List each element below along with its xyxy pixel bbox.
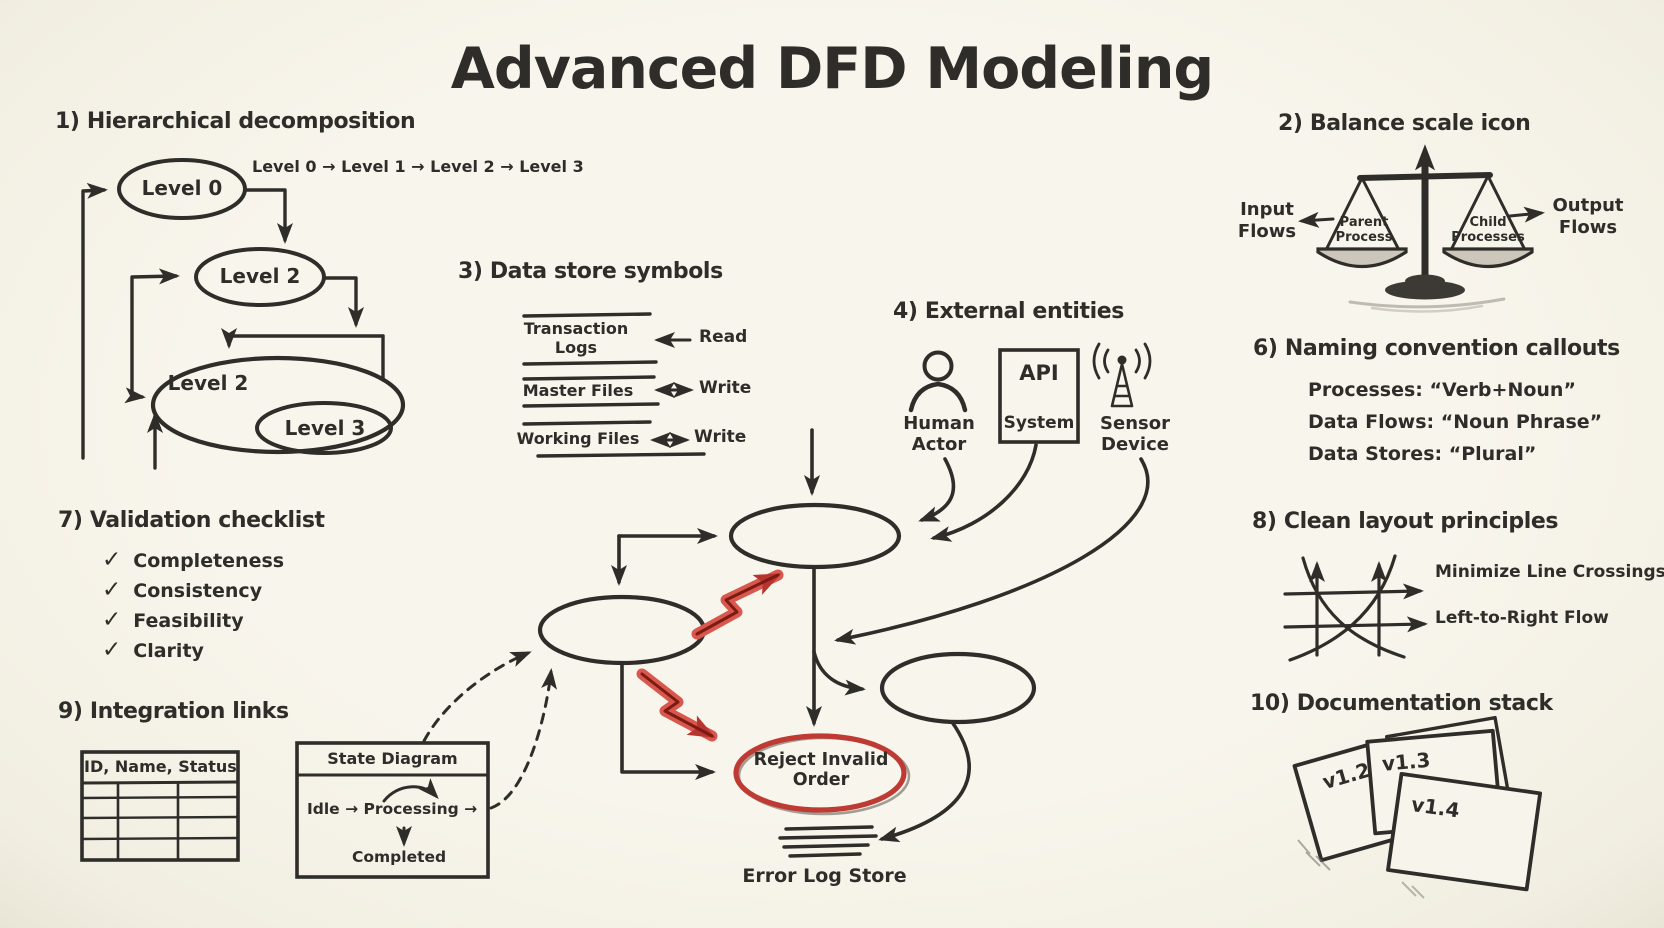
- layout-principles-icon: [1283, 554, 1428, 662]
- card-v14: [1386, 771, 1543, 892]
- reject-ellipse: [733, 733, 907, 813]
- lightning-bolt-icon: [691, 569, 784, 640]
- heading-naming-conventions: 6) Naming convention callouts: [1253, 336, 1620, 361]
- human-flow: [918, 457, 956, 522]
- processing-loop-arrow: [382, 778, 439, 803]
- data-store-symbols: [522, 312, 706, 458]
- external-entity-icons: [908, 342, 1152, 444]
- checklist-item: ✓ Completeness: [102, 547, 285, 573]
- store-access: Read: [699, 327, 748, 347]
- api-label: API: [1019, 361, 1059, 385]
- level2b-ellipse: [150, 355, 406, 455]
- human-actor-label: Human Actor: [903, 413, 975, 455]
- right-to-store: [878, 720, 971, 843]
- input-flows-label: Input Flows: [1237, 199, 1297, 242]
- hierarchy-diagram: [81, 158, 406, 470]
- checklist-item: ✓ Consistency: [102, 577, 263, 603]
- human-actor-icon: [908, 350, 968, 413]
- node-level2a: Level 2: [219, 264, 301, 288]
- error-log-store-lines: [778, 825, 878, 858]
- branch-to-right: [812, 650, 866, 696]
- store-access: Write: [699, 378, 752, 398]
- integration-tables: [80, 741, 490, 879]
- reject-invalid-order-label: Reject Invalid Order: [753, 750, 889, 790]
- naming-rule: Processes: “Verb+Noun”: [1308, 379, 1576, 401]
- input-flow-arrow: [1298, 211, 1335, 228]
- process-top-ellipse: [728, 502, 902, 570]
- state-diagram-box: [295, 741, 490, 879]
- store-name: Working Files: [516, 429, 640, 448]
- left-to-reject: [620, 661, 716, 780]
- links-table: [80, 750, 240, 862]
- output-flows-label: Output Flows: [1552, 195, 1624, 238]
- api-system-box: [998, 348, 1080, 444]
- links-table-header: ID, Name, Status: [84, 757, 237, 776]
- level3-ellipse: [255, 401, 393, 455]
- documentation-cards: [1292, 715, 1543, 899]
- page-title: Advanced DFD Modeling: [450, 36, 1214, 102]
- error-log-store-label: Error Log Store: [742, 865, 907, 887]
- child-processes-label: Child Processes: [1451, 215, 1525, 245]
- check-icon: ✓: [102, 577, 122, 603]
- checklist-item: ✓ Feasibility: [102, 607, 244, 633]
- version-card-label: v1.3: [1380, 747, 1432, 776]
- store-name: Transaction Logs: [523, 319, 629, 358]
- node-level2b: Level 2: [167, 371, 249, 395]
- balance-scale-icon: [1298, 144, 1545, 313]
- sensor-antenna-icon: [1092, 342, 1152, 408]
- heading-data-stores: 3) Data store symbols: [458, 259, 723, 284]
- heading-external-entities: 4) External entities: [893, 299, 1124, 324]
- process-right-ellipse: [879, 651, 1037, 725]
- state-diagram-title: State Diagram: [327, 749, 458, 768]
- check-icon: ✓: [102, 547, 122, 573]
- naming-rule: Data Flows: “Noun Phrase”: [1308, 411, 1603, 433]
- layout-note: Left-to-Right Flow: [1435, 608, 1609, 628]
- level-path-note: Level 0 → Level 1 → Level 2 → Level 3: [252, 157, 584, 176]
- store-access: Write: [694, 427, 747, 447]
- heading-balance-scale: 2) Balance scale icon: [1278, 111, 1531, 136]
- layout-note: Minimize Line Crossings: [1435, 562, 1664, 582]
- node-level3: Level 3: [284, 416, 366, 440]
- naming-rule: Data Stores: “Plural”: [1308, 443, 1537, 465]
- check-icon: ✓: [102, 607, 122, 633]
- integration-dashed-links: [422, 651, 558, 810]
- check-icon: ✓: [102, 637, 122, 663]
- parent-process-label: Parent Process: [1335, 215, 1393, 245]
- dfd-core: [422, 428, 1150, 858]
- process-left-ellipse: [537, 594, 707, 666]
- sensor-flow: [834, 457, 1150, 645]
- heading-clean-layout: 8) Clean layout principles: [1252, 509, 1559, 534]
- state-final-text: Completed: [352, 848, 447, 866]
- output-flow-arrow: [1508, 206, 1545, 223]
- lightning-bolt-icon: [636, 668, 718, 742]
- store-name: Master Files: [522, 381, 634, 400]
- sensor-device-label: Sensor Device: [1100, 413, 1170, 455]
- state-flow-text: Idle → Processing →: [307, 800, 478, 818]
- checklist-item: ✓ Clarity: [102, 637, 204, 663]
- system-flow: [930, 443, 1038, 542]
- system-label: System: [1003, 413, 1075, 433]
- heading-hierarchical: 1) Hierarchical decomposition: [55, 109, 416, 134]
- heading-documentation-stack: 10) Documentation stack: [1250, 691, 1553, 716]
- node-level0: Level 0: [141, 176, 223, 200]
- heading-integration: 9) Integration links: [58, 699, 289, 724]
- heading-validation: 7) Validation checklist: [58, 508, 325, 533]
